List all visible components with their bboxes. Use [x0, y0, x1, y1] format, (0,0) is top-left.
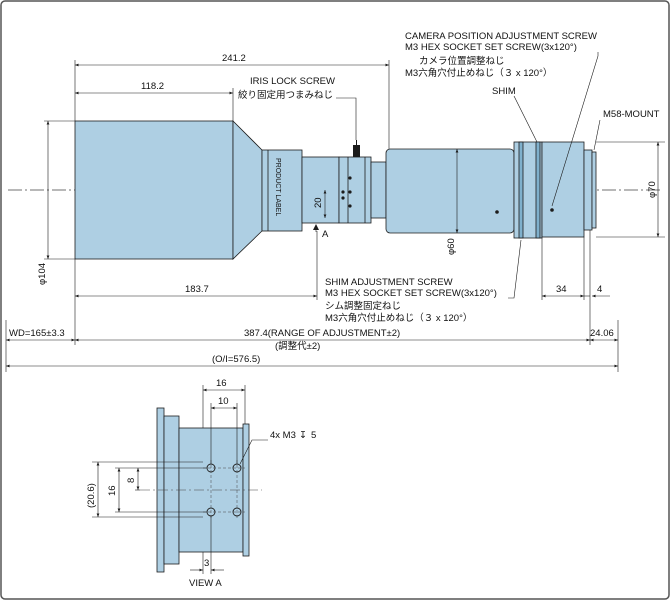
dim-front-length: 118.2	[141, 81, 164, 92]
camera-screw-dot	[550, 208, 554, 212]
camera-screw-label-1: CAMERA POSITION ADJUSTMENT SCREW	[405, 31, 597, 42]
camera-screw-label-jp2: M3六角穴付止めねじ（３ x 120°）	[405, 67, 552, 79]
depth-icon: ↧	[299, 430, 307, 441]
camera-adjust-section	[541, 141, 585, 238]
view-a-dim-8: 8	[126, 478, 137, 483]
iris-collar	[370, 161, 387, 219]
shim-screw-label-jp1: シム調整固定ねじ	[325, 300, 401, 312]
iris-lock-screw-icon	[353, 140, 360, 157]
dim-working-distance: WD=165±3.3	[9, 328, 65, 339]
shim-screw-leader	[508, 239, 522, 299]
shim-screw-dot	[495, 210, 499, 214]
dim-adjust-range: 387.4(RANGE OF ADJUSTMENT±2)	[244, 328, 400, 339]
view-a-dim-10: 10	[218, 396, 229, 407]
dim-adjust-range-jp: (調整代±2)	[275, 340, 320, 352]
shim-screw-label-jp2: M3六角穴付止めねじ（３ x 120°）	[325, 312, 472, 324]
dim-neck-height: 20	[313, 197, 324, 208]
neck-section	[301, 156, 340, 224]
dim-front-diameter: φ104	[37, 263, 48, 285]
front-barrel	[74, 120, 234, 260]
dim-back-focus: 24.06	[590, 328, 614, 339]
view-a-marker: A	[322, 229, 329, 240]
dim-body-diameter: φ60	[446, 238, 457, 255]
diameter-dimension-lines	[44, 120, 665, 260]
iris-lock-label: IRIS LOCK SCREW	[250, 76, 335, 87]
bottom-dimension-lines	[5, 230, 619, 372]
shim-leader	[513, 95, 538, 143]
dim-rear-length: 34	[556, 284, 567, 295]
view-a-dim-16: 16	[216, 378, 227, 389]
main-tube	[385, 148, 515, 234]
view-a-dim-3: 3	[204, 558, 209, 569]
camera-screw-leader	[551, 52, 599, 207]
top-dimension-lines	[74, 60, 390, 149]
dim-total-length: 241.2	[222, 53, 246, 64]
shim-screw-label-1: SHIM ADJUSTMENT SCREW	[325, 277, 453, 288]
lens-body	[74, 120, 597, 260]
mount-section	[583, 149, 593, 231]
camera-screw-label-2: M3 HEX SOCKET SET SCREW(3x120°)	[405, 42, 577, 53]
camera-screw-label-jp1: カメラ位置調整ねじ	[419, 55, 505, 67]
dim-mount-length: 4	[597, 284, 602, 295]
iris-ring	[338, 156, 372, 224]
shim-label: SHIM	[492, 86, 516, 97]
view-a-title: VIEW A	[189, 578, 222, 589]
iris-ring-screws	[341, 176, 352, 208]
view-a-arrow-icon	[313, 224, 319, 230]
mount-label: M58-MOUNT	[603, 109, 660, 120]
view-a: 16 10 4x M3 ↧ 5 (20.6) 16 8 3 VIEW A	[86, 378, 316, 589]
mount-leader	[593, 119, 601, 151]
view-a-hole-depth: 5	[311, 430, 316, 441]
dim-mid-length: 183.7	[185, 284, 209, 295]
view-a-dim-16-vertical: 16	[107, 485, 118, 496]
dim-rear-diameter: φ70	[647, 181, 658, 198]
product-label-text: PRODUCT LABEL	[274, 158, 281, 216]
view-a-holes-label: 4x M3	[270, 430, 296, 441]
shim-screw-label-2: M3 HEX SOCKET SET SCREW(3x120°)	[325, 288, 497, 299]
dim-object-image: (O/I=576.5)	[212, 354, 260, 365]
iris-lock-label-jp: 絞り固定用つまみねじ	[238, 89, 333, 101]
view-a-dim-20-6: (20.6)	[86, 483, 97, 508]
